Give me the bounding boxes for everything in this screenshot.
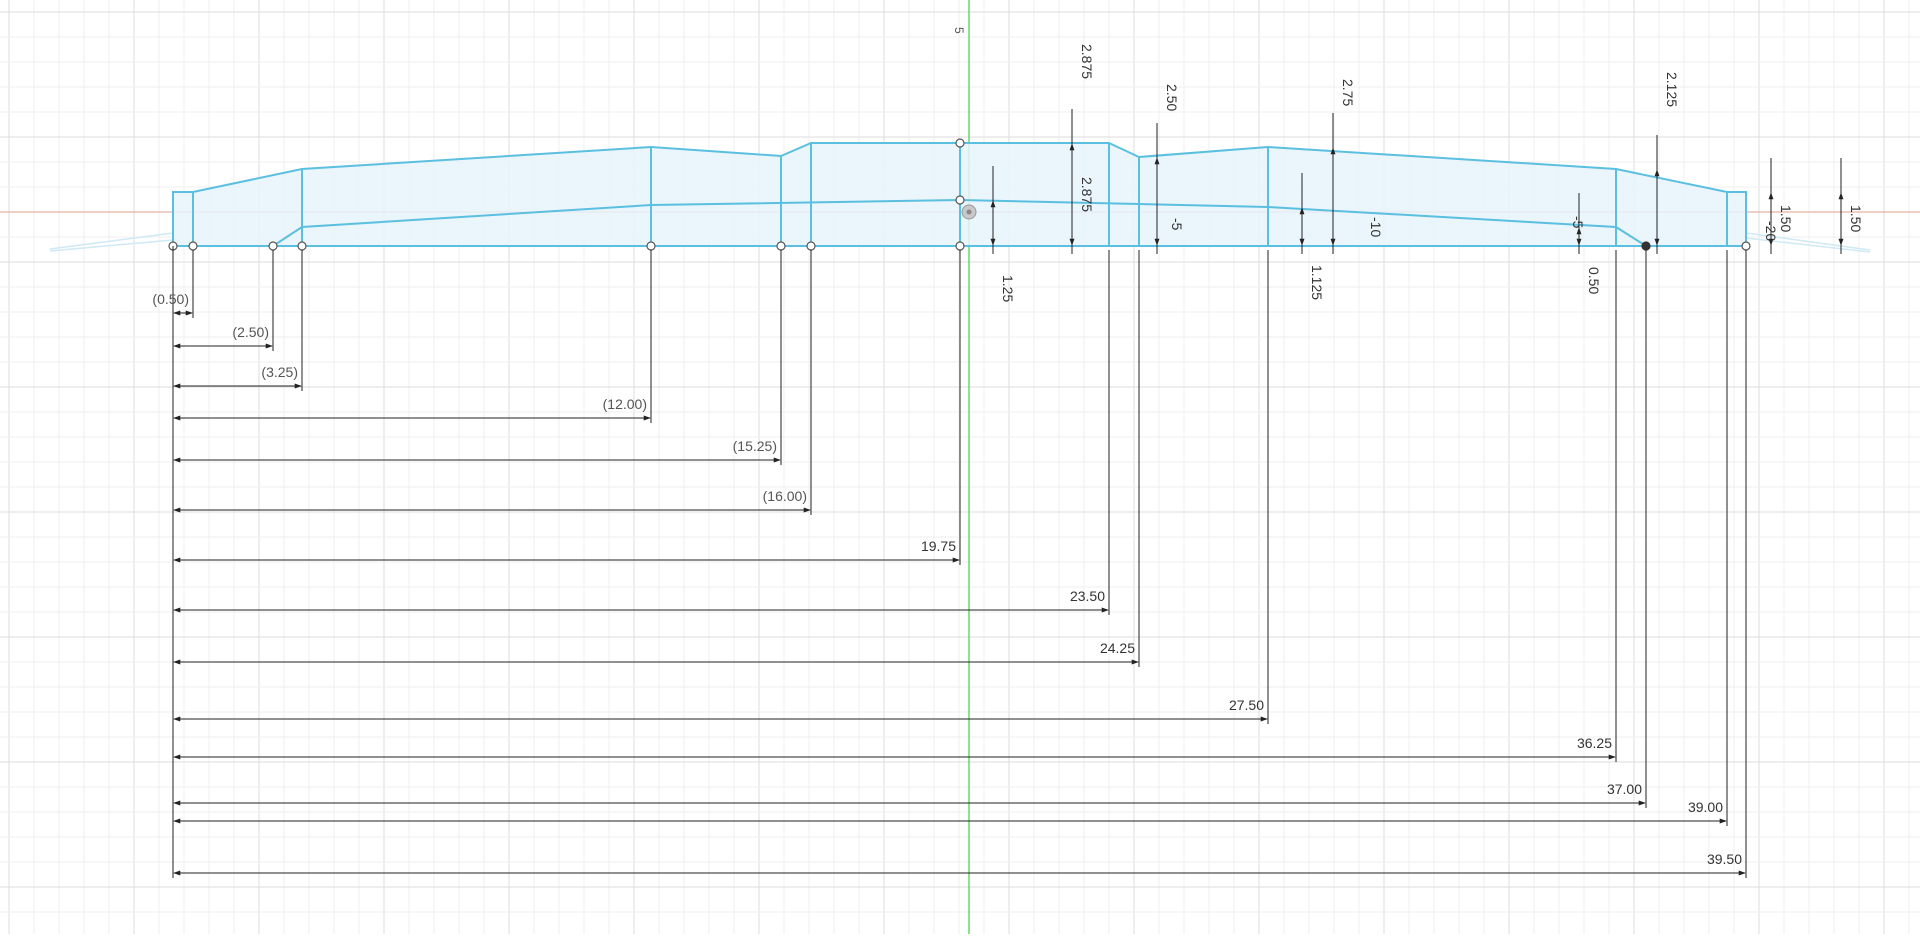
horizontal-dimension[interactable]: 39.50 bbox=[173, 250, 1747, 878]
dimension-label[interactable]: (16.00) bbox=[763, 488, 807, 504]
horizontal-dimension[interactable]: (16.00) bbox=[173, 250, 812, 515]
sketch-point[interactable] bbox=[268, 241, 278, 251]
dimension-label[interactable]: 2.875 bbox=[1079, 44, 1095, 79]
horizontal-dimension[interactable]: 27.50 bbox=[173, 250, 1269, 724]
origin-icon-center bbox=[966, 209, 972, 215]
vertical-dimension[interactable]: 1.50 bbox=[1768, 158, 1794, 254]
dimension-label[interactable]: 1.125 bbox=[1309, 265, 1325, 300]
dimension-label[interactable]: 36.25 bbox=[1577, 735, 1612, 751]
sketch-point[interactable] bbox=[297, 241, 307, 251]
sketch-point[interactable] bbox=[955, 241, 965, 251]
dimension-label[interactable]: (3.25) bbox=[261, 364, 298, 380]
angle-dimension-label[interactable]: -10 bbox=[1368, 217, 1384, 237]
vertical-dimensions[interactable]: 2.875 2.50 2.75 2.125 2.875 1.25 1.125 0.50 1.50… bbox=[990, 44, 1864, 302]
sketch-point[interactable] bbox=[955, 195, 965, 205]
profile-station-lines bbox=[192, 143, 1728, 246]
dimension-label[interactable]: 19.75 bbox=[921, 538, 956, 554]
horizontal-dimension[interactable]: 23.50 bbox=[173, 250, 1110, 615]
dimension-label[interactable]: 23.50 bbox=[1070, 588, 1105, 604]
horizontal-dimension[interactable]: 36.25 bbox=[173, 250, 1617, 762]
dimension-label[interactable]: 1.50 bbox=[1778, 205, 1794, 232]
angle-dimension-label[interactable]: -20 bbox=[1763, 221, 1779, 241]
dimension-label[interactable]: 27.50 bbox=[1229, 697, 1264, 713]
dimension-label[interactable]: 2.75 bbox=[1340, 79, 1356, 106]
angle-dimension-label[interactable]: -5 bbox=[1169, 218, 1185, 231]
view-marker-label: 5 bbox=[952, 27, 966, 34]
dimension-label[interactable]: 2.50 bbox=[1164, 84, 1180, 111]
horizontal-dimension[interactable]: 37.00 bbox=[173, 250, 1647, 808]
horizontal-dimension[interactable]: (12.00) bbox=[173, 250, 652, 423]
dimension-label[interactable]: 0.50 bbox=[1586, 267, 1602, 294]
sketch-point[interactable] bbox=[806, 241, 816, 251]
dimension-label[interactable]: (2.50) bbox=[232, 324, 269, 340]
horizontal-dimension[interactable]: (15.25) bbox=[173, 250, 782, 465]
sketch-point[interactable] bbox=[776, 241, 786, 251]
dimension-label[interactable]: 1.25 bbox=[1000, 275, 1016, 302]
vertical-dimension[interactable]: 2.75 bbox=[1330, 79, 1356, 254]
dimension-label[interactable]: 2.125 bbox=[1664, 72, 1680, 107]
vertical-dimension[interactable]: 0.50 bbox=[1576, 193, 1602, 294]
dimension-label[interactable]: (15.25) bbox=[733, 438, 777, 454]
dimension-label[interactable]: 39.00 bbox=[1688, 799, 1723, 815]
vertical-dimension[interactable]: 1.25 bbox=[990, 166, 1016, 302]
sketch-point[interactable] bbox=[1741, 241, 1751, 251]
dimension-label[interactable]: 37.00 bbox=[1607, 781, 1642, 797]
sketch-point[interactable] bbox=[646, 241, 656, 251]
dimension-label[interactable]: (12.00) bbox=[603, 396, 647, 412]
horizontal-dimension[interactable]: 24.25 bbox=[173, 250, 1140, 667]
vertical-dimension[interactable]: 1.50 bbox=[1838, 158, 1864, 254]
angle-dimensions[interactable]: -5 -10 -5 -20 bbox=[1169, 216, 1779, 241]
horizontal-dimension[interactable]: (2.50) bbox=[173, 250, 274, 351]
vertical-dimension[interactable]: 2.125 bbox=[1654, 72, 1680, 254]
dimension-label[interactable]: (0.50) bbox=[152, 291, 189, 307]
horizontal-dimension[interactable]: (3.25) bbox=[173, 250, 303, 391]
dimension-label[interactable]: 2.875 bbox=[1079, 177, 1095, 212]
sketch-point[interactable] bbox=[955, 138, 965, 148]
dimension-label[interactable]: 39.50 bbox=[1707, 851, 1742, 867]
sketch-point-selected[interactable] bbox=[1641, 241, 1651, 251]
angle-dimension-label[interactable]: -5 bbox=[1570, 216, 1586, 229]
vertical-dimension[interactable]: 2.875 bbox=[1079, 177, 1095, 212]
construction-lines bbox=[49, 232, 1871, 253]
horizontal-dimension[interactable]: 39.00 bbox=[173, 250, 1728, 826]
vertical-dimension[interactable]: 2.875 bbox=[1069, 44, 1095, 254]
vertical-dimension[interactable]: 1.125 bbox=[1299, 173, 1325, 300]
horizontal-dimension[interactable]: (0.50) bbox=[152, 250, 194, 318]
vertical-dimension[interactable]: 2.50 bbox=[1154, 84, 1180, 254]
horizontal-dimension[interactable]: 19.75 bbox=[173, 250, 961, 565]
sketch-point[interactable] bbox=[188, 241, 198, 251]
horizontal-dimensions[interactable]: (0.50) (2.50) (3.25) (12.00) (15.25) (16.00) 1… bbox=[152, 246, 1747, 878]
dimension-label[interactable]: 1.50 bbox=[1848, 205, 1864, 232]
dimension-label[interactable]: 24.25 bbox=[1100, 640, 1135, 656]
